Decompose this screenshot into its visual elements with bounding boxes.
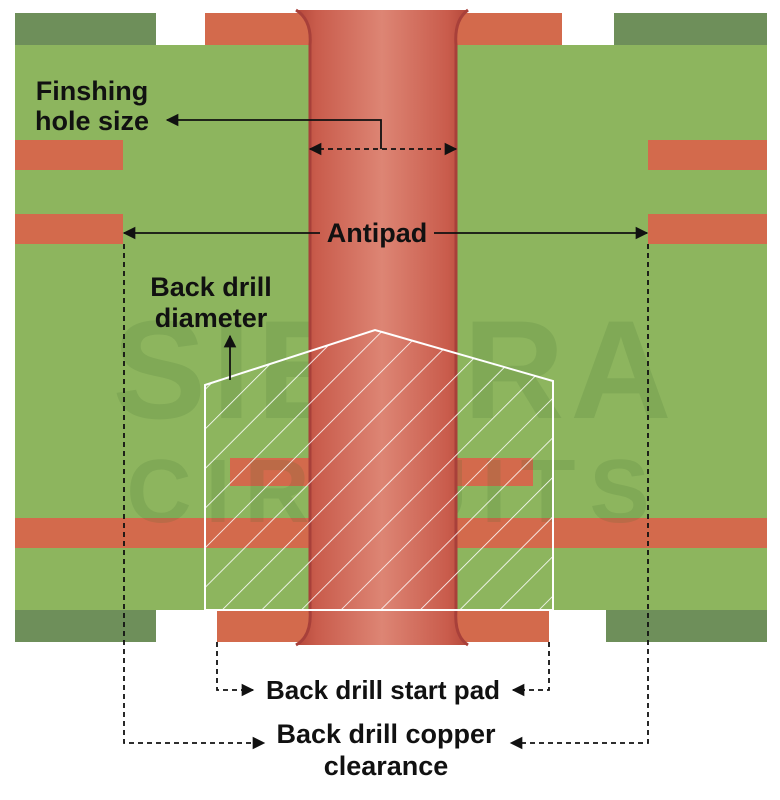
back-drill-start-pad-label: Back drill start pad xyxy=(266,675,500,705)
inner-copper-right-2 xyxy=(648,214,767,244)
antipad-label: Antipad xyxy=(327,218,428,248)
back-drill-diameter-label-line1: Back drill xyxy=(150,272,272,302)
clearance-extension-left xyxy=(123,244,266,750)
top-surface-left xyxy=(15,13,156,45)
finishing-hole-label-line2: hole size xyxy=(35,106,149,136)
inner-copper-left-2 xyxy=(15,214,123,244)
start-pad-extension-right xyxy=(511,642,550,697)
bottom-surface-left xyxy=(15,610,156,642)
via-wall-right xyxy=(454,8,469,647)
clearance-label-line1: Back drill copper xyxy=(276,719,496,749)
inner-copper-right-1 xyxy=(648,140,767,170)
back-drill-diameter-label-line2: diameter xyxy=(155,303,268,333)
start-pad-extension-left xyxy=(216,642,255,697)
finishing-hole-label-line1: Finshing xyxy=(36,76,148,106)
clearance-label-line2: clearance xyxy=(324,751,449,781)
via-wall-left xyxy=(295,8,312,647)
bottom-surface-right xyxy=(606,610,767,642)
top-surface-right xyxy=(614,13,767,45)
finishing-hole-leader xyxy=(165,113,382,149)
back-drill-region xyxy=(204,328,554,611)
clearance-extension-right xyxy=(509,244,649,750)
inner-copper-left-1 xyxy=(15,140,123,170)
